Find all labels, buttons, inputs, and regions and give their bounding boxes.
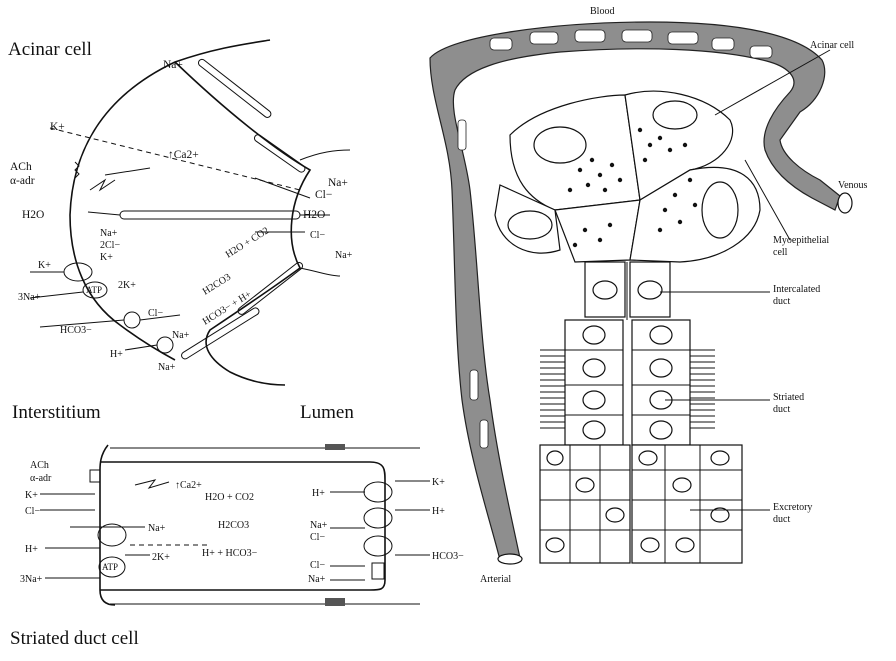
acinus bbox=[495, 91, 760, 262]
signal-arrow bbox=[105, 168, 150, 175]
arterial-end bbox=[498, 554, 522, 564]
striated-na-right2-label: Na+ bbox=[308, 574, 326, 585]
lumen-label: Lumen bbox=[300, 402, 354, 423]
tight-junction-upper bbox=[253, 133, 306, 173]
receptor-box-icon bbox=[90, 470, 100, 482]
cl-hco3-exchanger bbox=[124, 312, 140, 328]
intercalated-duct bbox=[585, 262, 670, 320]
excretory-duct bbox=[540, 445, 742, 563]
striated-na3-label: 3Na+ bbox=[20, 574, 43, 585]
h2o-co2-label: H2O + CO2 bbox=[224, 225, 271, 260]
striated-alpha-adr-label: α-adr bbox=[30, 473, 52, 484]
signal-arrow-icon bbox=[90, 180, 115, 190]
na-right-label: Na+ bbox=[328, 177, 348, 189]
striated-hco3-right-label: HCO3− bbox=[432, 551, 464, 562]
k-left-label: K+ bbox=[38, 260, 51, 271]
striated-duct-panel: ACh α-adr ↑Ca2+ K+ Cl− Na+ H+ 2K+ 3Na+ A… bbox=[10, 444, 464, 649]
striated-h-right2-label: H+ bbox=[432, 506, 445, 517]
striated-na-in-label: Na+ bbox=[148, 523, 166, 534]
cl-right-label: Cl− bbox=[315, 189, 332, 201]
apical-channel bbox=[372, 563, 384, 579]
na-h-exchanger bbox=[157, 337, 173, 353]
apical-transporter-2 bbox=[364, 508, 392, 528]
cl2-label: 2Cl− bbox=[100, 240, 120, 251]
striated-ca-label: ↑Ca2+ bbox=[175, 480, 202, 491]
alpha-adr-label: α-adr bbox=[10, 175, 35, 187]
na3-label: 3Na+ bbox=[18, 292, 41, 303]
h2co3-label: H2CO3 bbox=[201, 272, 233, 298]
tight-junction-top bbox=[197, 58, 272, 119]
apical-transporter-1 bbox=[364, 482, 392, 502]
striated-cl-right2-label: Cl− bbox=[310, 560, 325, 571]
tight-junction-top-icon bbox=[325, 444, 345, 450]
atp-label: ATP bbox=[86, 285, 102, 295]
striated-k-label: K+ bbox=[25, 490, 38, 501]
striated-h-right1-label: H+ bbox=[312, 488, 325, 499]
striated-k-right-label: K+ bbox=[432, 477, 445, 488]
na-pump-label: Na+ bbox=[100, 228, 118, 239]
interstitium-label: Interstitium bbox=[12, 402, 101, 423]
na-bottom-label: Na+ bbox=[158, 362, 176, 373]
venous-end bbox=[838, 193, 852, 213]
na-top-label: Na+ bbox=[163, 59, 183, 71]
cl-mid-label: Cl− bbox=[148, 308, 163, 319]
hco3-label: HCO3− bbox=[60, 325, 92, 336]
acinar-apical-membrane bbox=[175, 62, 310, 385]
striated-k2-label: 2K+ bbox=[152, 552, 170, 563]
na-bottom-right-label: Na+ bbox=[172, 330, 190, 341]
k-top-label: K+ bbox=[50, 121, 65, 133]
striated-cl-right-label: Cl− bbox=[310, 532, 325, 543]
ca-label: ↑Ca2+ bbox=[168, 149, 199, 161]
striated-h-hco3-label: H+ + HCO3− bbox=[202, 548, 258, 559]
striated-h-label: H+ bbox=[25, 544, 38, 555]
duct-system-panel: Blood Acinar cell Venous Myoepithelialce… bbox=[430, 6, 868, 585]
k-pump-label: K+ bbox=[100, 252, 113, 263]
striated-ach-label: ACh bbox=[30, 460, 49, 471]
k2-label: 2K+ bbox=[118, 280, 136, 291]
acinar-cell-title: Acinar cell bbox=[8, 39, 92, 60]
striated-atp-label: ATP bbox=[102, 562, 118, 572]
striated-h2co3-label: H2CO3 bbox=[218, 520, 249, 531]
striated-h2o-co2-label: H2O + CO2 bbox=[205, 492, 254, 503]
h-label: H+ bbox=[110, 349, 123, 360]
paracellular-channel bbox=[120, 211, 300, 219]
acinar-cell-panel: Acinar cell Na+ bbox=[8, 39, 353, 385]
acinar-cell-label: Acinar cell bbox=[810, 40, 854, 51]
striated-na-right-label: Na+ bbox=[310, 520, 328, 531]
h2o-left-label: H2O bbox=[22, 209, 44, 221]
arterial-label: Arterial bbox=[480, 574, 511, 585]
venous-label: Venous bbox=[838, 180, 868, 191]
cl-bottom-right-label: Cl− bbox=[310, 230, 325, 241]
h2o-right-label: H2O bbox=[303, 209, 325, 221]
blood-label: Blood bbox=[590, 6, 614, 17]
tight-junction-bottom-icon bbox=[325, 598, 345, 606]
signal-arrow-icon-2 bbox=[135, 480, 169, 488]
ach-label: ACh bbox=[10, 161, 32, 173]
striated-duct bbox=[540, 320, 715, 445]
apical-transporter-3 bbox=[364, 536, 392, 556]
striated-cl-label: Cl− bbox=[25, 506, 40, 517]
na-mid-label: Na+ bbox=[335, 250, 353, 261]
striated-duct-cell-title: Striated duct cell bbox=[10, 628, 139, 649]
